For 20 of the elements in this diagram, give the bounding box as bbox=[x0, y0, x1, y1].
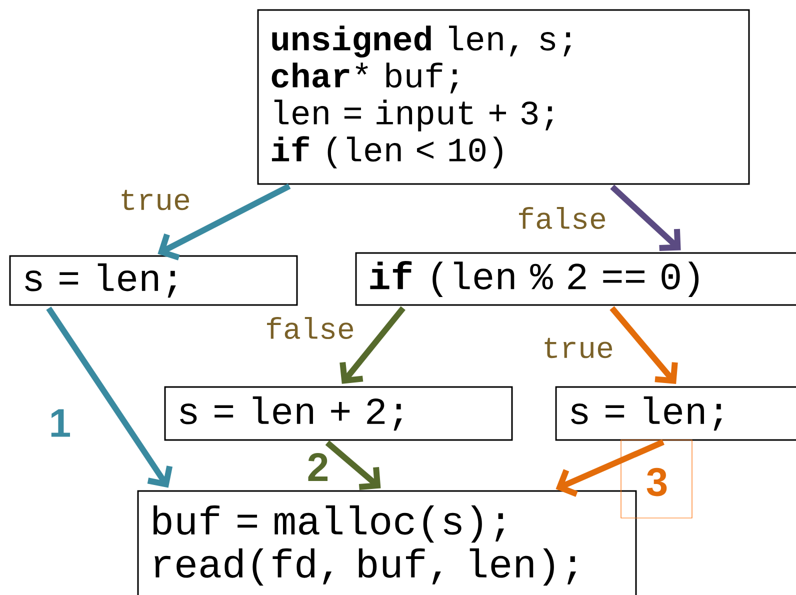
code-box: s = len + 2; bbox=[164, 386, 513, 441]
path-number: 2 bbox=[308, 453, 328, 481]
arrow bbox=[556, 439, 664, 497]
edge-label: false bbox=[516, 206, 608, 230]
edge-label: true bbox=[541, 336, 615, 360]
arrow bbox=[325, 440, 381, 490]
path-number: 3 bbox=[646, 468, 667, 496]
code-box: if (len % 2 == 0) bbox=[355, 252, 796, 306]
arrow bbox=[46, 306, 173, 488]
edge-label: true bbox=[118, 188, 192, 212]
edge-label: false bbox=[264, 316, 356, 340]
code-box: s = len; bbox=[9, 255, 298, 306]
arrow bbox=[610, 184, 681, 252]
arrow bbox=[340, 306, 406, 384]
arrow bbox=[158, 183, 291, 260]
code-box: s = len; bbox=[555, 386, 796, 441]
arrow bbox=[610, 306, 678, 384]
path-number: 1 bbox=[51, 409, 70, 437]
code-box: unsigned len, s; char* buf; len = input + 3; if (len < 10) bbox=[257, 9, 750, 185]
code-box: buf = malloc(s); read(fd, buf, len); bbox=[137, 490, 637, 595]
